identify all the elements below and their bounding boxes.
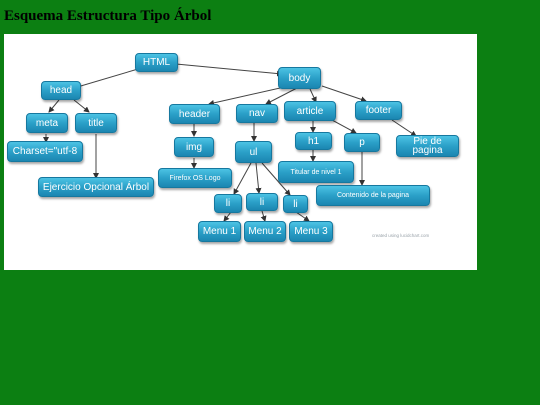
node-footer: footer [355, 101, 402, 120]
edge-li1-menu1 [223, 211, 232, 222]
node-body: body [278, 67, 321, 89]
edge-head-meta [48, 99, 60, 113]
node-contenido: Contenido de la pagina [316, 185, 430, 206]
node-li-2: li [246, 193, 278, 211]
edge-body-nav [265, 87, 298, 105]
edge-footer-pie [391, 119, 417, 137]
node-p: p [344, 133, 380, 152]
node-img: img [174, 137, 214, 157]
node-pie-de-pagina: Pie de pagina [396, 135, 459, 157]
edge-body-footer [321, 85, 367, 103]
node-head: head [41, 81, 81, 100]
node-firefox-logo: Firefox OS Logo [158, 168, 232, 188]
node-li-3: li [283, 195, 308, 213]
edge-body-header [208, 85, 290, 106]
node-menu-3: Menu 3 [289, 221, 333, 242]
edge-html-body [175, 63, 283, 77]
node-ejercicio: Ejercicio Opcional Árbol [38, 177, 154, 197]
page-title: Esquema Estructura Tipo Árbol [4, 8, 212, 24]
edge-ul-li2 [255, 162, 262, 194]
node-html: HTML [135, 53, 178, 72]
node-menu-1: Menu 1 [198, 221, 241, 242]
node-nav: nav [236, 104, 278, 123]
edge-article-p [331, 119, 357, 134]
node-h1: h1 [295, 132, 332, 150]
node-titular: Titular de nivel 1 [278, 161, 354, 183]
diagram-credit: created using lucidchart.com [372, 233, 430, 238]
node-header: header [169, 104, 220, 124]
edge-html-head [73, 68, 139, 90]
node-charset: Charset="utf-8 [7, 141, 83, 162]
node-li-1: li [214, 194, 242, 213]
node-title: title [75, 113, 117, 133]
tree-diagram: HTML body head meta title Charset="utf-8… [4, 34, 477, 270]
edge-ul-li1 [233, 162, 252, 195]
edge-head-title [73, 99, 90, 113]
diagram-edges [43, 63, 417, 222]
node-ul: ul [235, 141, 272, 163]
node-meta: meta [26, 113, 68, 133]
node-menu-2: Menu 2 [244, 221, 286, 242]
edge-ul-li3 [261, 162, 291, 196]
edge-li2-menu2 [260, 210, 267, 222]
edge-body-article [309, 88, 317, 103]
node-article: article [284, 101, 336, 121]
edge-li3-menu3 [295, 211, 310, 222]
